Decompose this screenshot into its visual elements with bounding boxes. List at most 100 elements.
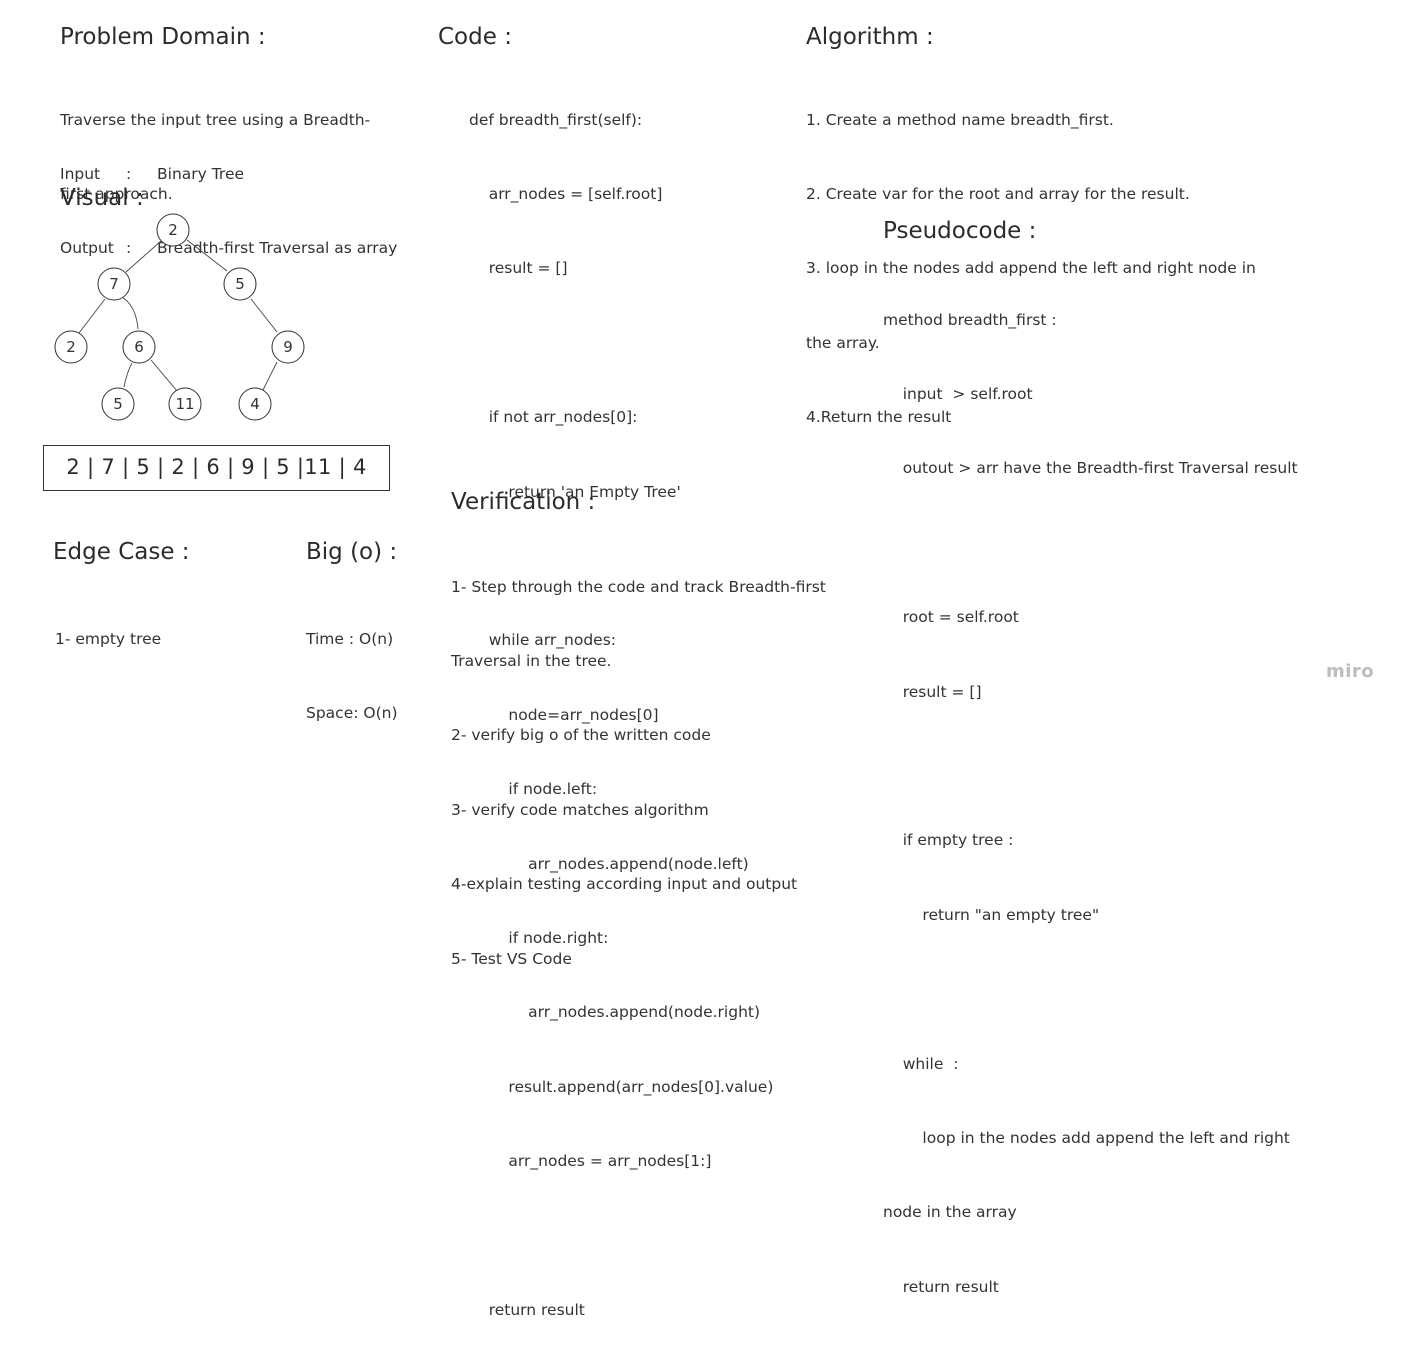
- pseudocode-title: Pseudocode :: [883, 218, 1037, 244]
- node-label: 11: [175, 395, 194, 413]
- tree-node: 2: [54, 330, 88, 364]
- verification-line: 1- Step through the code and track Bread…: [451, 577, 826, 596]
- node-label: 6: [134, 338, 144, 356]
- tree-edge: [250, 298, 278, 333]
- pseudocode-line: return "an empty tree": [883, 905, 1100, 924]
- algorithm-step: 1. Create a method name breadth_first.: [806, 110, 1114, 129]
- pseudocode-line: method breadth_first :: [883, 310, 1057, 329]
- pseudocode-line: [883, 531, 1298, 556]
- verification-line: 2- verify big o of the written code: [451, 726, 711, 745]
- code-line: while arr_nodes:: [469, 631, 616, 650]
- tree-edge: [123, 362, 133, 388]
- tree-node: 11: [168, 387, 202, 421]
- traversal-result-array: 2 | 7 | 5 | 2 | 6 | 9 | 5 |11 | 4: [43, 445, 390, 491]
- visual-title: Visual :: [60, 185, 144, 211]
- pseudocode-line: while :: [883, 1054, 959, 1073]
- input-row: Input : Binary Tree: [60, 162, 397, 187]
- node-circle: [271, 330, 305, 364]
- problem-domain-description: Traverse the input tree using a Breadth-…: [60, 58, 370, 232]
- description-line: first approach.: [60, 184, 173, 203]
- pseudocode-line: [883, 977, 1298, 1002]
- tree-node: 4: [238, 387, 272, 421]
- tree-node-root: 2: [156, 213, 190, 247]
- pseudocode-line: input > self.root: [883, 384, 1033, 403]
- code-line: result.append(arr_nodes[0].value): [469, 1077, 774, 1096]
- pseudocode-line: outout > arr have the Breadth-first Trav…: [883, 459, 1298, 478]
- tree-node: 6: [122, 330, 156, 364]
- tree-node: 7: [97, 267, 131, 301]
- verification-title: Verification :: [451, 489, 596, 515]
- output-separator: :: [126, 239, 132, 258]
- algorithm-step: 2. Create var for the root and array for…: [806, 184, 1190, 203]
- tree-edge: [186, 239, 228, 272]
- output-key: Output: [60, 239, 114, 258]
- node-label: 9: [283, 338, 293, 356]
- pseudocode-line: root = self.root: [883, 608, 1019, 627]
- code-line: return 'an Empty Tree': [469, 482, 681, 501]
- pseudocode-line: loop in the nodes add append the left an…: [883, 1128, 1290, 1147]
- node-label: 2: [168, 221, 178, 239]
- algorithm-steps: 1. Create a method name breadth_first. 2…: [806, 58, 1256, 455]
- code-line: return result: [469, 1300, 585, 1319]
- node-label: 5: [113, 395, 123, 413]
- node-circle: [122, 330, 156, 364]
- algorithm-step: 3. loop in the nodes add append the left…: [806, 259, 1256, 278]
- code-line: arr_nodes.append(node.right): [469, 1003, 761, 1022]
- big-o-details: Time : O(n) Space: O(n): [306, 577, 398, 751]
- edge-case-item: 1- empty tree: [55, 629, 162, 648]
- tree-edge: [125, 240, 162, 273]
- node-circle: [223, 267, 257, 301]
- verification-line: 4-explain testing according input and ou…: [451, 875, 798, 894]
- node-circle: [238, 387, 272, 421]
- pseudocode-line: node in the array: [883, 1203, 1017, 1222]
- code-line: [469, 331, 773, 356]
- algorithm-step: the array.: [806, 333, 880, 352]
- node-circle: [97, 267, 131, 301]
- edge-case-list: 1- empty tree: [55, 577, 161, 676]
- node-circle: [156, 213, 190, 247]
- time-complexity: Time : O(n): [306, 629, 394, 648]
- verification-line: Traversal in the tree.: [451, 651, 612, 670]
- tree-edge: [78, 298, 106, 334]
- pseudocode-line: if empty tree :: [883, 831, 1014, 850]
- description-line: Traverse the input tree using a Breadth-: [60, 110, 371, 129]
- tree-edge: [262, 361, 278, 391]
- node-circle: [168, 387, 202, 421]
- code-title: Code :: [438, 24, 512, 50]
- node-label: 2: [66, 338, 76, 356]
- code-line: if not arr_nodes[0]:: [469, 408, 638, 427]
- node-label: 4: [250, 395, 260, 413]
- code-line: def breadth_first(self):: [469, 110, 643, 129]
- verification-line: 3- verify code matches algorithm: [451, 800, 709, 819]
- miro-logo: miro: [1326, 661, 1375, 682]
- input-key: Input: [60, 164, 101, 183]
- pseudocode-line: result = []: [883, 682, 982, 701]
- node-label: 5: [235, 275, 245, 293]
- node-circle: [54, 330, 88, 364]
- tree-edge: [150, 359, 178, 392]
- space-complexity: Space: O(n): [306, 703, 398, 722]
- algorithm-step: 4.Return the result: [806, 408, 952, 427]
- input-separator: :: [126, 164, 132, 183]
- code-line: arr_nodes = [self.root]: [469, 184, 663, 203]
- code-line: arr_nodes = arr_nodes[1:]: [469, 1152, 712, 1171]
- code-line: [469, 1223, 773, 1248]
- verification-list: 1- Step through the code and track Bread…: [451, 525, 826, 996]
- node-circle: [101, 387, 135, 421]
- binary-tree-diagram: 2 7 5 2 6 9 5 11 4: [54, 213, 305, 421]
- edge-case-title: Edge Case :: [53, 539, 190, 565]
- tree-node: 5: [223, 267, 257, 301]
- code-line: result = []: [469, 259, 568, 278]
- problem-domain-title: Problem Domain :: [60, 24, 266, 50]
- tree-node: 9: [271, 330, 305, 364]
- big-o-title: Big (o) :: [306, 539, 398, 565]
- tree-node: 5: [101, 387, 135, 421]
- algorithm-title: Algorithm :: [806, 24, 934, 50]
- tree-edges: [78, 239, 278, 392]
- input-value: Binary Tree: [157, 164, 245, 183]
- pseudocode-line: [883, 754, 1298, 779]
- node-label: 7: [109, 275, 119, 293]
- pseudocode-line: return result: [883, 1277, 999, 1296]
- verification-line: 5- Test VS Code: [451, 949, 572, 968]
- tree-edge: [121, 296, 139, 330]
